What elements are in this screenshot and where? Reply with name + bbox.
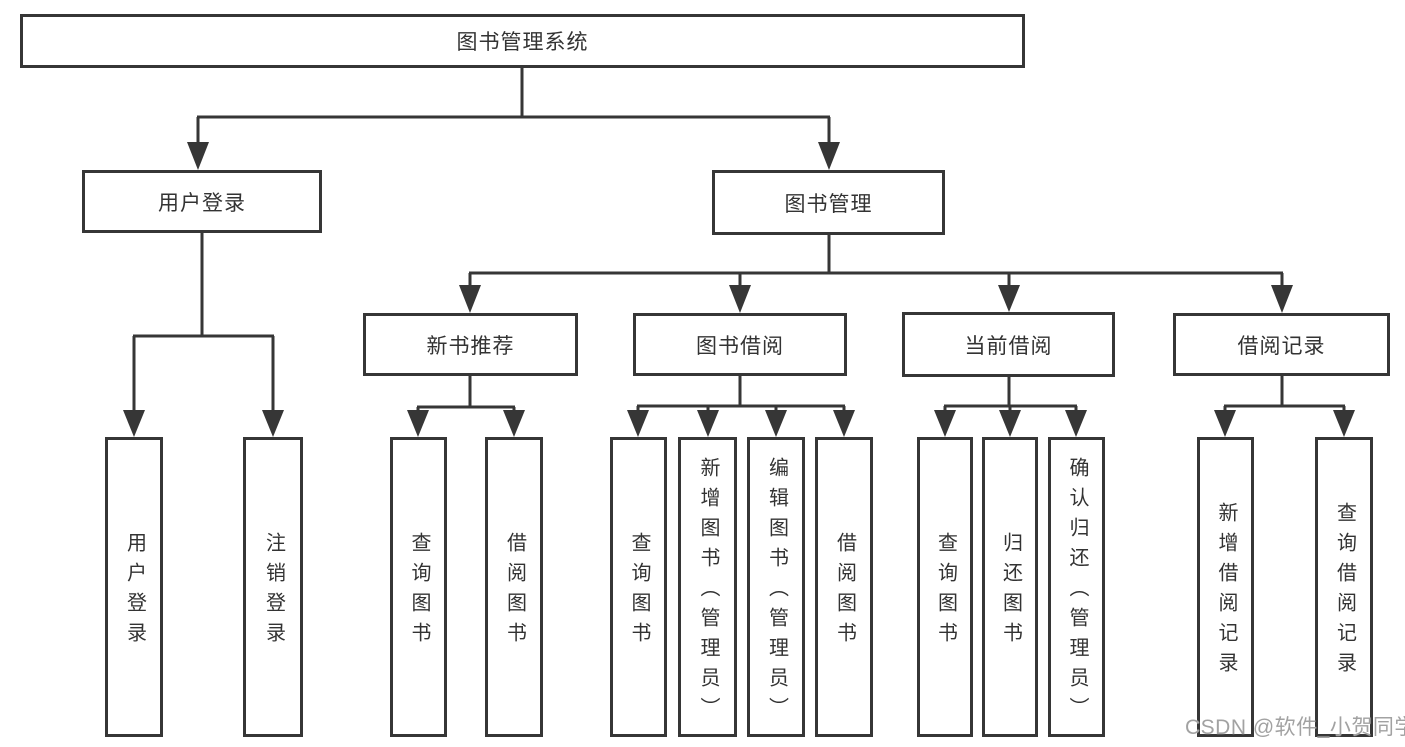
node-current-borrow: 当前借阅 <box>902 312 1115 377</box>
leaf-borrow-books: 借阅图书 <box>815 437 873 737</box>
leaf-return-book: 归还图书 <box>982 437 1038 737</box>
node-user-login: 用户登录 <box>82 170 322 233</box>
leaf-borrow-books-recommend-label: 借阅图书 <box>503 532 526 652</box>
node-user-login-label: 用户登录 <box>158 191 246 215</box>
leaf-logout: 注销登录 <box>243 437 303 737</box>
node-book-borrow: 图书借阅 <box>633 313 847 376</box>
leaf-query-borrow-record-label: 查询借阅记录 <box>1333 502 1356 682</box>
leaf-add-borrow-record: 新增借阅记录 <box>1197 437 1254 737</box>
leaf-query-books-recommend: 查询图书 <box>390 437 447 737</box>
leaf-return-book-label: 归还图书 <box>999 532 1022 652</box>
node-new-book-recommend-label: 新书推荐 <box>426 334 515 358</box>
leaf-add-borrow-record-label: 新增借阅记录 <box>1215 502 1237 682</box>
leaf-query-books-current: 查询图书 <box>917 437 973 737</box>
leaf-confirm-return-admin-label: 确认归还（管理员） <box>1066 457 1088 727</box>
leaf-query-books-borrow: 查询图书 <box>610 437 667 737</box>
node-root: 图书管理系统 <box>20 14 1025 68</box>
leaf-user-login: 用户登录 <box>105 437 163 737</box>
leaf-borrow-books-recommend: 借阅图书 <box>485 437 543 737</box>
node-book-management: 图书管理 <box>712 170 945 235</box>
node-borrow-records: 借阅记录 <box>1173 313 1390 376</box>
leaf-edit-book-admin-label: 编辑图书（管理员） <box>765 457 788 727</box>
leaf-borrow-books-label: 借阅图书 <box>833 532 856 652</box>
node-new-book-recommend: 新书推荐 <box>363 313 578 376</box>
leaf-query-books-borrow-label: 查询图书 <box>628 532 650 652</box>
leaf-logout-label: 注销登录 <box>262 532 285 652</box>
leaf-query-borrow-record: 查询借阅记录 <box>1315 437 1373 737</box>
leaf-add-book-admin: 新增图书（管理员） <box>678 437 737 737</box>
leaf-edit-book-admin: 编辑图书（管理员） <box>747 437 805 737</box>
node-current-borrow-label: 当前借阅 <box>964 334 1053 358</box>
node-book-borrow-label: 图书借阅 <box>696 334 784 358</box>
leaf-add-book-admin-label: 新增图书（管理员） <box>697 457 719 727</box>
watermark: CSDN @软件_小贺同学 <box>1185 716 1405 739</box>
leaf-user-login-label: 用户登录 <box>123 532 146 652</box>
leaf-query-books-current-label: 查询图书 <box>934 532 957 652</box>
node-book-management-label: 图书管理 <box>784 192 873 216</box>
leaf-query-books-recommend-label: 查询图书 <box>408 532 430 652</box>
node-borrow-records-label: 借阅记录 <box>1237 334 1326 358</box>
node-root-label: 图书管理系统 <box>456 31 589 54</box>
leaf-confirm-return-admin: 确认归还（管理员） <box>1048 437 1105 737</box>
